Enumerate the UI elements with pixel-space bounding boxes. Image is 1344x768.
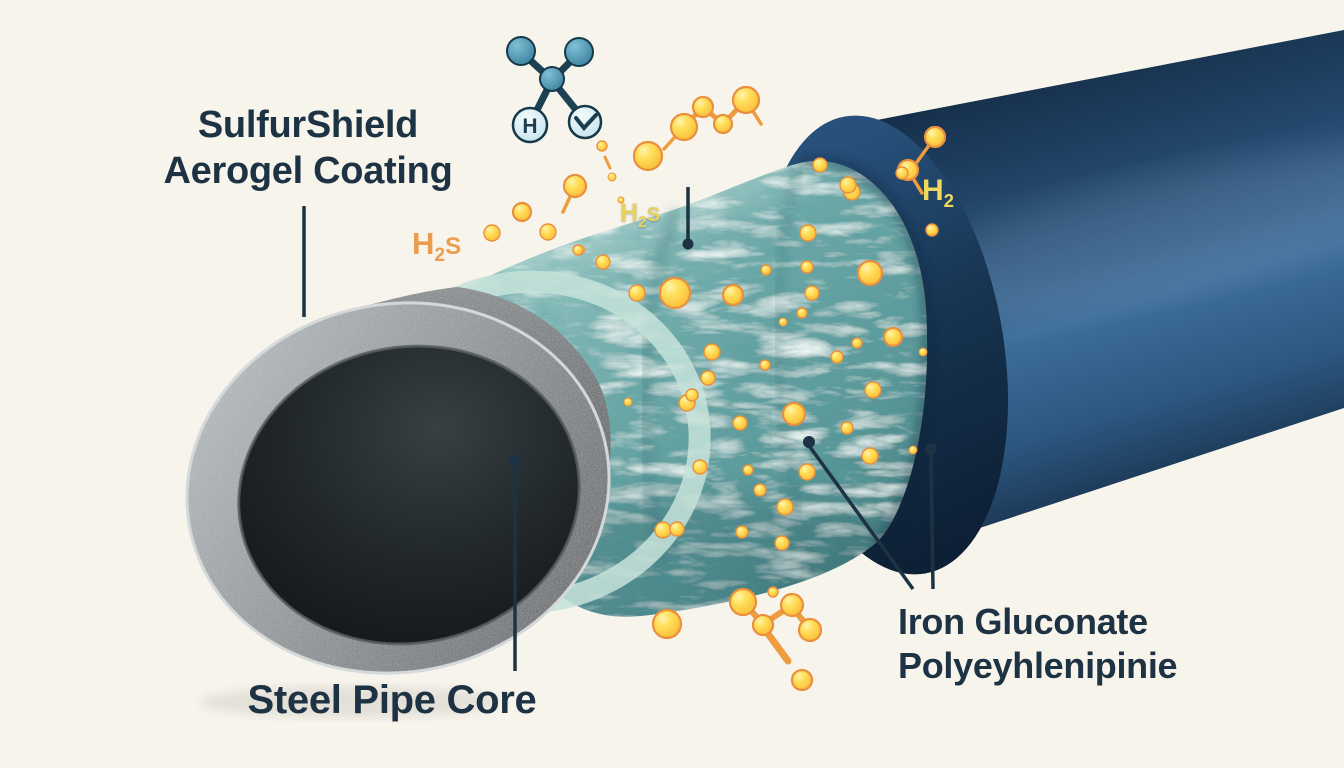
steel-inner-rim	[237, 344, 581, 646]
h2s-bubble	[721, 283, 745, 307]
h2s-bubble	[861, 447, 879, 465]
h2s-bubble	[669, 521, 685, 537]
h2s-bubble	[703, 343, 721, 361]
h2s-bubble	[732, 415, 748, 431]
atom-hydrogen	[511, 106, 549, 144]
h2s-bubble	[895, 166, 909, 180]
h2s-bubble	[685, 388, 699, 402]
h2-label: H2	[922, 174, 955, 211]
h2s-label-left: H2S	[412, 226, 462, 267]
h2s-bubble	[742, 464, 754, 476]
atom-sulfur-left	[506, 36, 536, 66]
h2s-bubble	[539, 223, 557, 241]
h2s-molecule-glyph: H	[506, 36, 603, 144]
bubble-bond	[603, 155, 612, 170]
h2s-bubble	[751, 613, 775, 637]
h2s-bubble	[735, 525, 749, 539]
core-label: Steel Pipe Core	[210, 678, 574, 723]
h2s-bubble	[595, 254, 611, 270]
h2s-bubble	[796, 307, 808, 319]
coating-label-line2: Aerogel Coating	[163, 150, 453, 193]
h2s-bubble	[767, 586, 779, 598]
leader-lines	[302, 187, 937, 671]
h2s-bubble	[691, 95, 715, 119]
atom-hydrogen-2	[567, 104, 603, 140]
h2s-bubble	[692, 459, 708, 475]
h2s-bubble	[918, 347, 928, 357]
h2s-bubble	[731, 85, 761, 115]
h2s-bubble	[669, 112, 699, 142]
h2s-bubble	[778, 317, 788, 327]
coating-seam-2	[772, 161, 805, 522]
h2s-bubble	[779, 592, 805, 618]
h2s-bubble	[623, 397, 633, 407]
h2s-bubble	[483, 224, 501, 242]
h2s-bubble	[882, 326, 904, 348]
leader-dot-core	[508, 454, 522, 468]
leader-dot-coating	[682, 238, 694, 250]
h2s-bubble	[572, 244, 584, 256]
h2s-bubble	[812, 157, 828, 173]
h2s-bubble	[797, 617, 823, 643]
outer-layer-label: Iron Gluconate Polyeyhlenipinie	[898, 600, 1338, 688]
bubble-bond	[762, 627, 792, 665]
pipe-highlight	[867, 144, 1344, 326]
coating-seam-1	[639, 206, 682, 562]
h2s-bubble	[830, 350, 844, 364]
h2s-bubble	[925, 223, 939, 237]
h2s-bubble	[607, 172, 617, 182]
atom-h-label: H	[522, 115, 537, 138]
h2s-bubble	[632, 140, 664, 172]
h2s-bubble	[728, 587, 758, 617]
outer-label-line2: Polyeyhlenipinie	[898, 644, 1178, 686]
leader-dot-outer-2	[925, 443, 937, 455]
h2s-bubble	[790, 668, 814, 692]
ground-shadow	[200, 686, 500, 718]
h2s-label-mid: H2S	[620, 199, 661, 231]
h2s-bubble	[651, 608, 683, 640]
coating-label-line1: SulfurShield	[197, 104, 419, 146]
h2s-bubble	[908, 445, 918, 455]
h2s-bubble	[654, 521, 672, 539]
h2s-bubble	[658, 276, 692, 310]
h2s-bubble	[840, 421, 854, 435]
h2s-bubble	[511, 201, 533, 223]
h2s-bubble	[798, 463, 816, 481]
coating-label: SulfurShield Aerogel Coating	[108, 102, 508, 195]
atom-sulfur-right	[564, 37, 594, 67]
h2s-bubble	[864, 381, 882, 399]
h2s-bubble	[800, 260, 814, 274]
leader-dot-outer-1	[803, 436, 815, 448]
h2s-bubble	[839, 176, 857, 194]
h2s-bubble	[923, 125, 947, 149]
h2s-bubble	[774, 535, 790, 551]
h2s-bubble	[700, 370, 716, 386]
h2s-bubble	[804, 285, 820, 301]
h2s-bubble	[799, 224, 817, 242]
h2s-bubble	[851, 337, 863, 349]
h2s-bubble	[617, 196, 625, 204]
h2s-bubble	[753, 483, 767, 497]
bond-angle-mark	[574, 113, 598, 132]
steel-pipe-interior	[238, 346, 580, 644]
outer-label-line1: Iron Gluconate	[898, 601, 1148, 642]
atom-center	[539, 66, 565, 92]
h2s-bubble-layer	[483, 85, 947, 692]
leader-outer-2	[929, 454, 935, 590]
h2s-bubble	[781, 401, 807, 427]
h2s-bubble	[776, 498, 794, 516]
leader-outer-1	[808, 445, 915, 591]
h2s-bubble	[628, 284, 646, 302]
h2s-bubble	[760, 264, 772, 276]
core-label-text: Steel Pipe Core	[247, 678, 537, 722]
h2s-bubble	[562, 173, 588, 199]
coating-ring-shadow	[798, 156, 932, 547]
h2s-bubble	[856, 259, 884, 287]
h2s-bubble	[712, 113, 734, 135]
h2s-bubble	[759, 359, 771, 371]
h2s-bubble	[596, 140, 608, 152]
